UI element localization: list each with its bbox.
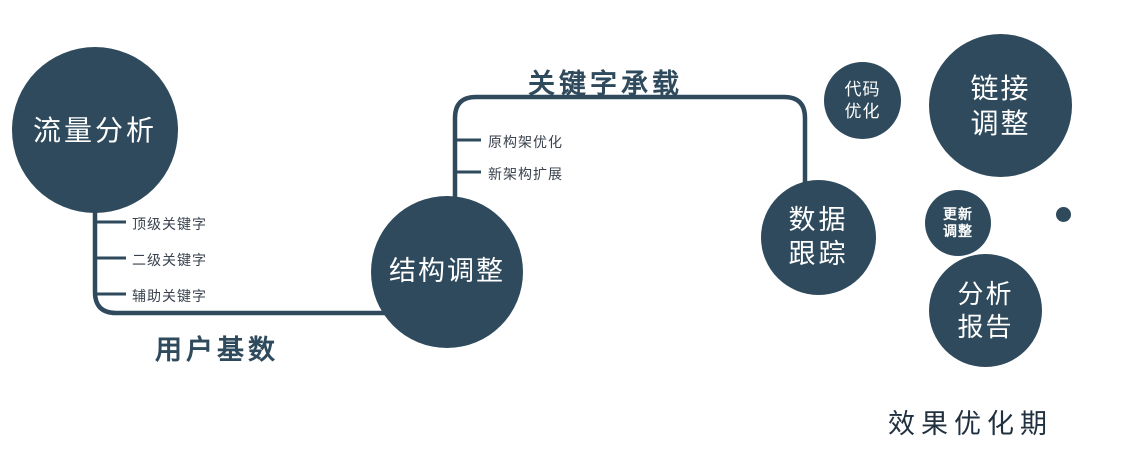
dot-marker xyxy=(1056,207,1071,222)
node-traffic-analysis-label: 流量分析 xyxy=(32,114,157,146)
node-link-adjustment-line2: 调整 xyxy=(970,107,1031,139)
branch-label-auxiliary-keyword: 辅助关键字 xyxy=(132,288,207,304)
node-analysis-report-line2: 报告 xyxy=(957,311,1014,342)
branch-ticks-structure xyxy=(455,138,481,174)
node-data-tracking-line1: 数据 xyxy=(788,204,849,235)
node-update-adjustment-line2: 调整 xyxy=(943,223,973,239)
label-user-base: 用户基数 xyxy=(155,335,279,365)
node-structure-adjustment-label: 结构调整 xyxy=(389,256,505,287)
node-traffic-analysis: 流量分析 xyxy=(12,47,178,213)
node-code-optimization-line1: 代码 xyxy=(844,80,881,100)
connector-structure-to-tracking xyxy=(452,94,808,210)
node-data-tracking: 数据 跟踪 xyxy=(761,180,876,295)
node-analysis-report-line1: 分析 xyxy=(957,279,1014,309)
branch-ticks-traffic xyxy=(95,220,126,296)
branch-label-original-architecture: 原构架优化 xyxy=(488,134,563,150)
branch-label-top-keyword: 顶级关键字 xyxy=(132,216,207,232)
node-link-adjustment-line1: 链接 xyxy=(970,72,1031,104)
branch-label-new-architecture: 新架构扩展 xyxy=(488,166,563,182)
label-effect-optimization-period: 效果优化期 xyxy=(888,409,1053,439)
node-analysis-report: 分析 报告 xyxy=(929,254,1042,367)
node-update-adjustment-line1: 更新 xyxy=(943,205,973,222)
connector-traffic-to-structure xyxy=(92,160,400,316)
branch-label-secondary-keyword: 二级关键字 xyxy=(132,252,207,268)
node-code-optimization-line2: 优化 xyxy=(844,101,881,121)
node-link-adjustment: 链接 调整 xyxy=(929,34,1072,177)
node-code-optimization: 代码 优化 xyxy=(824,62,901,139)
node-structure-adjustment: 结构调整 xyxy=(371,196,523,348)
label-keyword-bearing: 关键字承载 xyxy=(528,69,683,99)
node-data-tracking-line2: 跟踪 xyxy=(788,238,849,269)
node-update-adjustment: 更新 调整 xyxy=(925,190,991,256)
